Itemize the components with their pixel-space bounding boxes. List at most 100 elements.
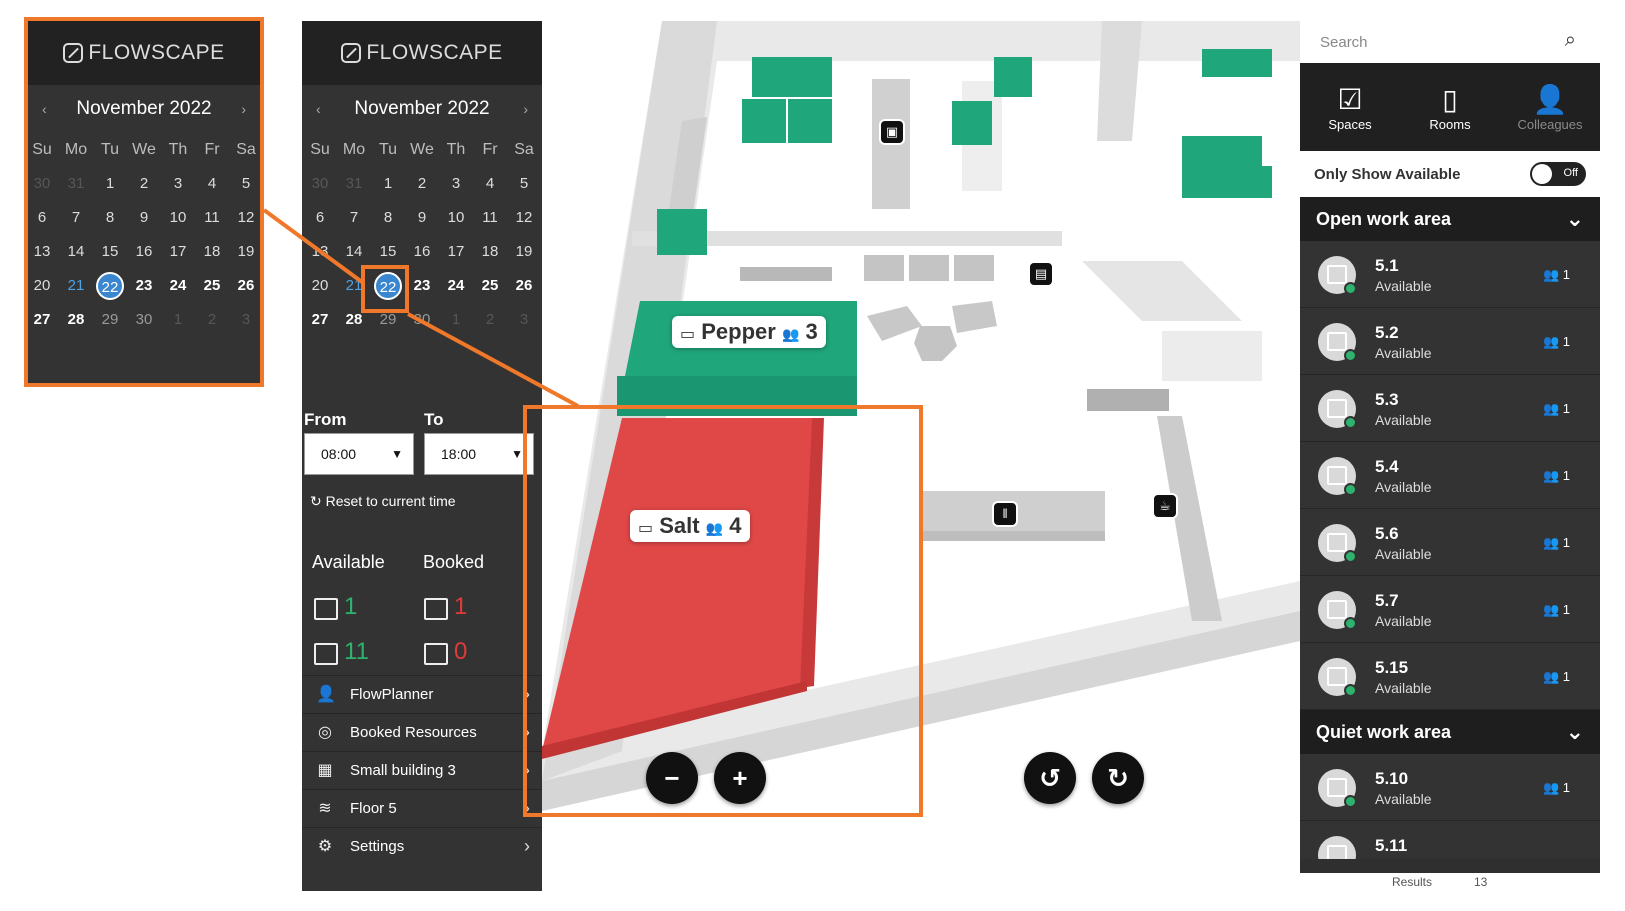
calendar-day[interactable]: 12	[237, 209, 255, 226]
printer-icon[interactable]: ▤	[1028, 261, 1054, 287]
calendar-day[interactable]: 14	[67, 243, 85, 260]
calendar-day[interactable]: 11	[482, 209, 498, 226]
coffee-icon[interactable]: ☕	[1152, 493, 1178, 519]
calendar-day[interactable]: 18	[203, 243, 221, 260]
calendar-day[interactable]: 23	[413, 277, 431, 294]
calendar-day[interactable]: 3	[451, 175, 461, 192]
resource-name: 5.1	[1375, 256, 1399, 275]
calendar-day[interactable]: 29	[379, 311, 397, 328]
calendar-day[interactable]: 28	[345, 311, 363, 328]
calendar-day[interactable]: 11	[204, 209, 220, 226]
rotate-left-button[interactable]: ↺	[1024, 752, 1076, 804]
calendar-day[interactable]: 4	[207, 175, 217, 192]
menu-item-floor-5[interactable]: ≋Floor 5›	[302, 789, 542, 827]
calendar-day[interactable]: 17	[169, 243, 187, 260]
calendar-day[interactable]: 12	[515, 209, 533, 226]
room-label-salt[interactable]: ▭ Salt 👥 4	[630, 510, 750, 542]
calendar-day[interactable]: 5	[519, 175, 529, 192]
calendar-day[interactable]: 8	[383, 209, 393, 226]
next-month-button[interactable]: ›	[523, 101, 528, 117]
calendar-day[interactable]: 9	[139, 209, 149, 226]
menu-item-small-building-3[interactable]: ▦Small building 3›	[302, 751, 542, 789]
tab-spaces[interactable]: ☑Spaces	[1300, 63, 1400, 151]
calendar-day[interactable]: 9	[417, 209, 427, 226]
reset-time-button[interactable]: ↻ Reset to current time	[310, 493, 456, 510]
calendar-day[interactable]: 10	[447, 209, 465, 226]
calendar-day[interactable]: 17	[447, 243, 465, 260]
calendar-day[interactable]: 27	[33, 311, 51, 328]
briefcase-icon[interactable]: ▣	[879, 119, 905, 145]
calendar-day[interactable]: 30	[413, 311, 431, 328]
calendar-day[interactable]: 23	[135, 277, 153, 294]
calendar-day[interactable]: 26	[515, 277, 533, 294]
prev-month-button[interactable]: ‹	[316, 101, 321, 117]
calendar-day[interactable]: 2	[139, 175, 149, 192]
search-input[interactable]: Search ⌕	[1300, 21, 1600, 63]
list-item[interactable]: 5.11	[1300, 821, 1600, 859]
search-icon[interactable]: ⌕	[1564, 29, 1576, 51]
tab-rooms[interactable]: ▯Rooms	[1400, 63, 1500, 151]
calendar-day[interactable]: 20	[311, 277, 329, 294]
zoom-in-button[interactable]: +	[714, 752, 766, 804]
calendar-day[interactable]: 27	[311, 311, 329, 328]
menu-item-flowplanner[interactable]: 👤FlowPlanner›	[302, 675, 542, 713]
calendar-day[interactable]: 7	[349, 209, 359, 226]
calendar-day[interactable]: 24	[447, 277, 465, 294]
next-month-button[interactable]: ›	[241, 101, 246, 117]
calendar-day[interactable]: 26	[237, 277, 255, 294]
calendar-day[interactable]: 20	[33, 277, 51, 294]
from-time-select[interactable]: 08:00 ▼	[304, 433, 414, 475]
calendar-day[interactable]: 24	[169, 277, 187, 294]
to-time-select[interactable]: 18:00 ▼	[424, 433, 534, 475]
calendar-day[interactable]: 29	[101, 311, 119, 328]
calendar-day[interactable]: 19	[515, 243, 533, 260]
menu-item-booked-resources[interactable]: ◎Booked Resources›	[302, 713, 542, 751]
calendar-day[interactable]: 2	[417, 175, 427, 192]
room-label-pepper[interactable]: ▭ Pepper 👥 3	[672, 316, 826, 348]
calendar-day[interactable]: 6	[37, 209, 47, 226]
calendar-day[interactable]: 6	[315, 209, 325, 226]
calendar-day[interactable]: 1	[383, 175, 393, 192]
prev-month-button[interactable]: ‹	[42, 101, 47, 117]
calendar-day[interactable]: 14	[345, 243, 363, 260]
calendar-day[interactable]: 19	[237, 243, 255, 260]
calendar-day[interactable]: 10	[169, 209, 187, 226]
calendar-day[interactable]: 5	[241, 175, 251, 192]
calendar-day[interactable]: 25	[481, 277, 499, 294]
section-header[interactable]: Open work area⌄	[1300, 197, 1600, 241]
section-header[interactable]: Quiet work area⌄	[1300, 710, 1600, 754]
calendar-day[interactable]: 15	[379, 243, 397, 260]
calendar-day[interactable]: 8	[105, 209, 115, 226]
calendar-day[interactable]: 22	[93, 269, 127, 303]
available-toggle[interactable]: Off	[1530, 162, 1586, 186]
calendar-day[interactable]: 4	[485, 175, 495, 192]
rotate-right-button[interactable]: ↻	[1092, 752, 1144, 804]
calendar-day[interactable]: 25	[203, 277, 221, 294]
brand-logo: FLOWSCAPE	[302, 21, 542, 85]
calendar-day[interactable]: 13	[311, 243, 329, 260]
zoom-out-button[interactable]: −	[646, 752, 698, 804]
calendar-day[interactable]: 16	[413, 243, 431, 260]
calendar-day[interactable]: 15	[101, 243, 119, 260]
menu-item-settings[interactable]: ⚙Settings›	[302, 827, 542, 865]
calendar-day[interactable]: 18	[481, 243, 499, 260]
calendar-day[interactable]: 3	[173, 175, 183, 192]
calendar-day[interactable]: 1	[105, 175, 115, 192]
tab-colleagues[interactable]: 👤Colleagues	[1500, 63, 1600, 151]
calendar-day[interactable]: 21	[67, 277, 85, 294]
calendar-day[interactable]: 30	[135, 311, 153, 328]
calendar-day[interactable]: 7	[71, 209, 81, 226]
calendar-day[interactable]: 16	[135, 243, 153, 260]
calendar-day[interactable]: 22	[371, 269, 405, 303]
calendar-day[interactable]: 28	[67, 311, 85, 328]
restaurant-icon[interactable]: ‖	[992, 501, 1018, 527]
calendar-day[interactable]: 13	[33, 243, 51, 260]
